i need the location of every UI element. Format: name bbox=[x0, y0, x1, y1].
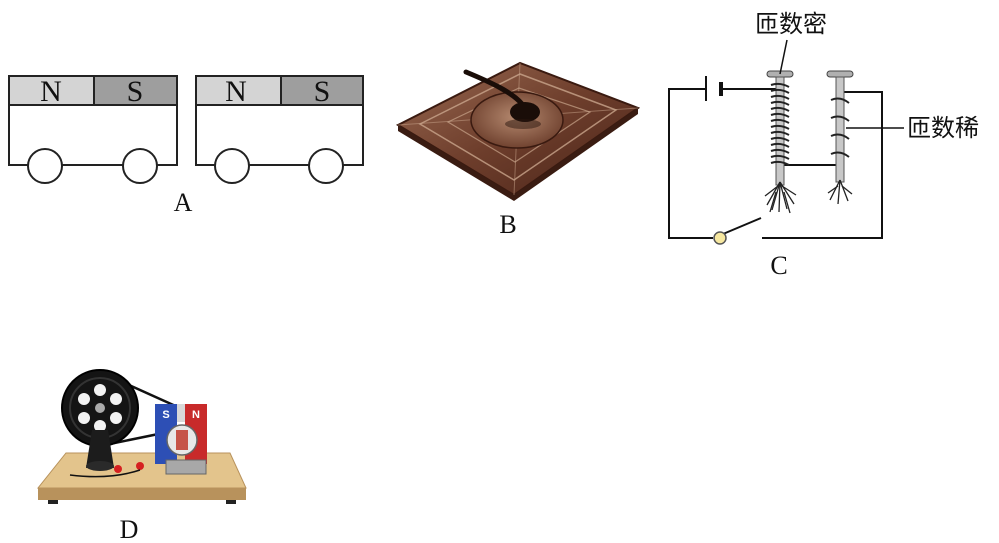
board-edge bbox=[398, 108, 638, 201]
attracted-pins-sparse bbox=[827, 179, 853, 205]
figure-c-label: C bbox=[770, 251, 787, 280]
stand-base bbox=[86, 461, 114, 471]
board-foot bbox=[226, 500, 236, 504]
nail-shaft bbox=[835, 76, 845, 183]
north-pole-label: N bbox=[225, 75, 247, 108]
wheel-hole bbox=[94, 384, 106, 396]
coil-mount bbox=[165, 459, 207, 475]
coil-dense-label: 匝数密 bbox=[755, 10, 827, 38]
cart-wheel bbox=[308, 148, 344, 184]
wheel-hub bbox=[95, 403, 105, 413]
base-board-edge bbox=[38, 488, 246, 500]
wheel-hole bbox=[78, 393, 90, 405]
nail-sparse bbox=[826, 70, 854, 205]
wire-right-loop bbox=[762, 91, 883, 239]
cart-right: N S bbox=[195, 75, 364, 184]
wire-left-loop bbox=[668, 88, 713, 239]
wheel-stand bbox=[86, 430, 114, 468]
south-pole-label: S bbox=[314, 75, 331, 108]
coil-sparse-label: 匝数稀 bbox=[907, 114, 979, 142]
spoon-shadow bbox=[505, 119, 541, 129]
figure-d: S N D bbox=[36, 369, 247, 543]
figure-c: 匝数密 匝数稀 C bbox=[668, 10, 979, 280]
u-magnet-gap-top bbox=[177, 404, 185, 422]
south-pole-label: S bbox=[127, 75, 144, 108]
nail-head bbox=[826, 70, 854, 78]
circuit-wires bbox=[668, 88, 883, 239]
cart-wheel bbox=[122, 148, 158, 184]
wheel-hole bbox=[110, 412, 122, 424]
wheel-hole bbox=[94, 420, 106, 432]
figure-b-label: B bbox=[499, 210, 516, 239]
coil-winding bbox=[176, 430, 188, 450]
terminal-red bbox=[136, 462, 144, 470]
magnet-s-mark: S bbox=[162, 409, 169, 421]
coil-sparse-windings bbox=[830, 97, 850, 158]
spoon-bowl bbox=[510, 102, 540, 122]
spoon-handle bbox=[463, 69, 525, 107]
wheel-hole bbox=[110, 393, 122, 405]
leader-line-dense bbox=[779, 39, 788, 75]
nail-dense bbox=[764, 70, 797, 214]
terminal-red bbox=[114, 465, 122, 473]
cart-left: N S bbox=[8, 75, 178, 184]
north-pole-label: N bbox=[40, 75, 62, 108]
figure-a: N S N S A bbox=[8, 75, 364, 217]
attracted-pins-dense bbox=[764, 181, 797, 214]
switch-pivot[interactable] bbox=[713, 231, 727, 245]
coil-dense-windings bbox=[770, 82, 790, 166]
figure-b: B bbox=[395, 61, 641, 239]
figure-a-label: A bbox=[174, 188, 193, 217]
switch-lever bbox=[722, 217, 762, 235]
board-foot bbox=[48, 500, 58, 504]
wheel-hole bbox=[78, 412, 90, 424]
connecting-wire bbox=[69, 469, 141, 478]
base-board bbox=[36, 452, 247, 489]
cart-wheel bbox=[27, 148, 63, 184]
magnet-n-mark: N bbox=[192, 409, 200, 421]
figure-d-label: D bbox=[120, 515, 139, 543]
cart-wheel bbox=[214, 148, 250, 184]
